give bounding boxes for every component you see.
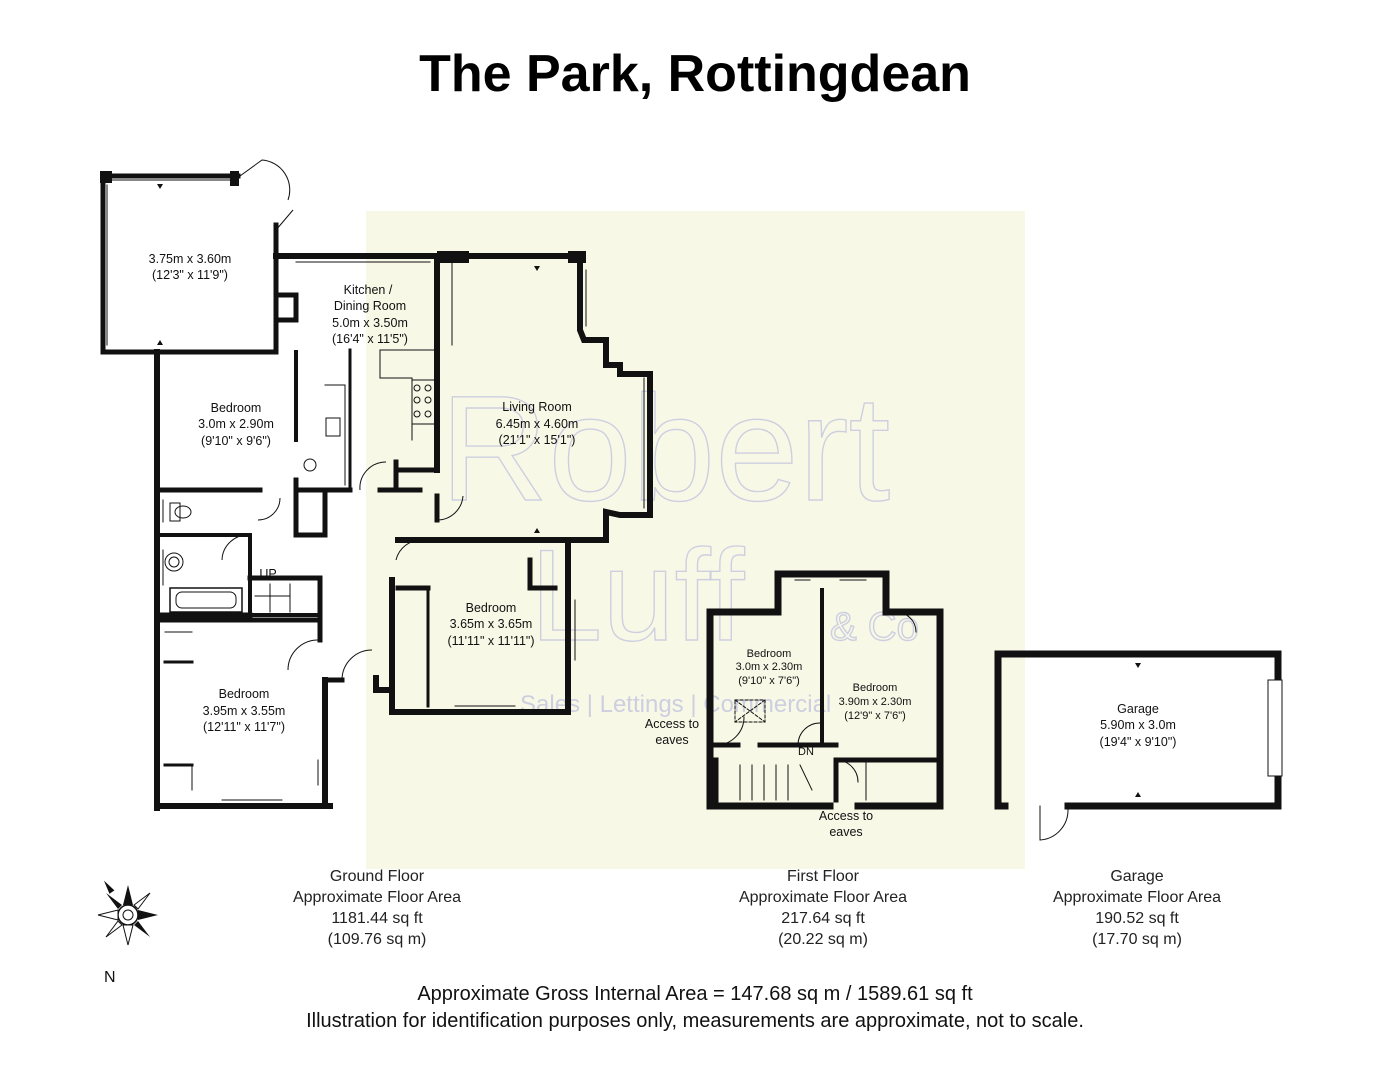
first-floor-caption: First Floor Approximate Floor Area 217.6… xyxy=(723,866,923,950)
garage-walls xyxy=(994,650,1283,841)
garage-floor-name: Garage xyxy=(1110,868,1164,885)
kitchen-name-2: Dining Room xyxy=(334,299,406,313)
ground-floor-walls xyxy=(100,171,653,811)
living-size-m: 6.45m x 4.60m xyxy=(496,417,579,431)
ff-bed2-size-m: 3.90m x 2.30m xyxy=(839,696,912,708)
conservatory-size-m: 3.75m x 3.60m xyxy=(149,252,232,266)
conservatory-size-ft: (12'3" x 11'9") xyxy=(152,268,228,282)
stairs-down-label: DN xyxy=(798,746,814,758)
bed1-size-ft: (9'10" x 9'6") xyxy=(201,434,271,448)
bed3-name: Bedroom xyxy=(219,687,270,701)
kitchen-size-m: 5.0m x 3.50m xyxy=(332,316,408,330)
kitchen-fixtures xyxy=(303,379,437,472)
ff-bed1-size-m: 3.0m x 2.30m xyxy=(736,661,803,673)
compass-icon xyxy=(97,880,158,946)
eaves-bottom-label-2: eaves xyxy=(829,825,862,839)
living-name: Living Room xyxy=(502,400,571,414)
garage-floor-sqft: 190.52 sq ft xyxy=(1095,910,1179,927)
bed3-size-ft: (12'11" x 11'7") xyxy=(203,720,285,734)
ff-bed1-size-ft: (9'10" x 7'6") xyxy=(738,675,800,687)
bed1-size-m: 3.0m x 2.90m xyxy=(198,417,274,431)
stairs-up-label: UP xyxy=(259,567,276,581)
bed2-name: Bedroom xyxy=(466,601,517,615)
first-floor-name: First Floor xyxy=(787,868,859,885)
gross-area-text: Approximate Gross Internal Area = 147.68… xyxy=(417,983,973,1005)
garage-floor-sqm: (17.70 sq m) xyxy=(1092,931,1182,948)
page-title: The Park, Rottingdean xyxy=(419,45,971,103)
bed3-size-m: 3.95m x 3.55m xyxy=(203,704,286,718)
eaves-left-label-2: eaves xyxy=(655,733,688,747)
ground-floor-caption: Ground Floor Approximate Floor Area 1181… xyxy=(277,866,477,950)
bed1-name: Bedroom xyxy=(211,401,262,415)
door-swings xyxy=(221,159,464,681)
eaves-left-label-1: Access to xyxy=(645,717,699,731)
compass-north-label: N xyxy=(104,969,116,986)
kitchen-name-1: Kitchen / xyxy=(344,283,393,297)
garage-name: Garage xyxy=(1117,702,1159,716)
bed2-size-m: 3.65m x 3.65m xyxy=(450,617,533,631)
ground-floor-sqm: (109.76 sq m) xyxy=(327,931,427,948)
garage-size-m: 5.90m x 3.0m xyxy=(1100,718,1176,732)
ff-bed1-name: Bedroom xyxy=(747,648,792,660)
ground-floor-label: Approximate Floor Area xyxy=(292,889,462,906)
watermark: Robert Luff & Co Sales | Lettings | Comm… xyxy=(439,363,919,718)
first-floor-label: Approximate Floor Area xyxy=(738,889,908,906)
watermark-line1: Robert xyxy=(440,364,890,532)
ff-bed2-name: Bedroom xyxy=(853,682,898,694)
ff-bed2-size-ft: (12'9" x 7'6") xyxy=(844,710,906,722)
garage-floor-label: Approximate Floor Area xyxy=(1052,889,1222,906)
dimension-arrows xyxy=(157,184,1141,797)
kitchen-size-ft: (16'4" x 11'5") xyxy=(332,332,408,346)
disclaimer-text: Illustration for identification purposes… xyxy=(306,1010,1084,1032)
first-floor-walls xyxy=(706,570,944,810)
ground-floor-name: Ground Floor xyxy=(329,868,425,885)
conservatory-walls xyxy=(100,171,279,355)
living-size-ft: (21'1" x 15'1") xyxy=(499,433,576,447)
watermark-tagline: Sales | Lettings | Commercial xyxy=(520,691,831,718)
bed2-size-ft: (11'11" x 11'11") xyxy=(447,634,534,648)
eaves-bottom-label-1: Access to xyxy=(819,809,873,823)
first-floor-sqm: (20.22 sq m) xyxy=(778,931,868,948)
garage-size-ft: (19'4" x 9'10") xyxy=(1100,735,1177,749)
ground-floor-sqft: 1181.44 sq ft xyxy=(331,910,423,927)
garage-caption: Garage Approximate Floor Area 190.52 sq … xyxy=(1037,866,1237,950)
first-floor-sqft: 217.64 sq ft xyxy=(781,910,865,927)
room-labels: 3.75m x 3.60m (12'3" x 11'9") Kitchen / … xyxy=(149,252,1177,839)
